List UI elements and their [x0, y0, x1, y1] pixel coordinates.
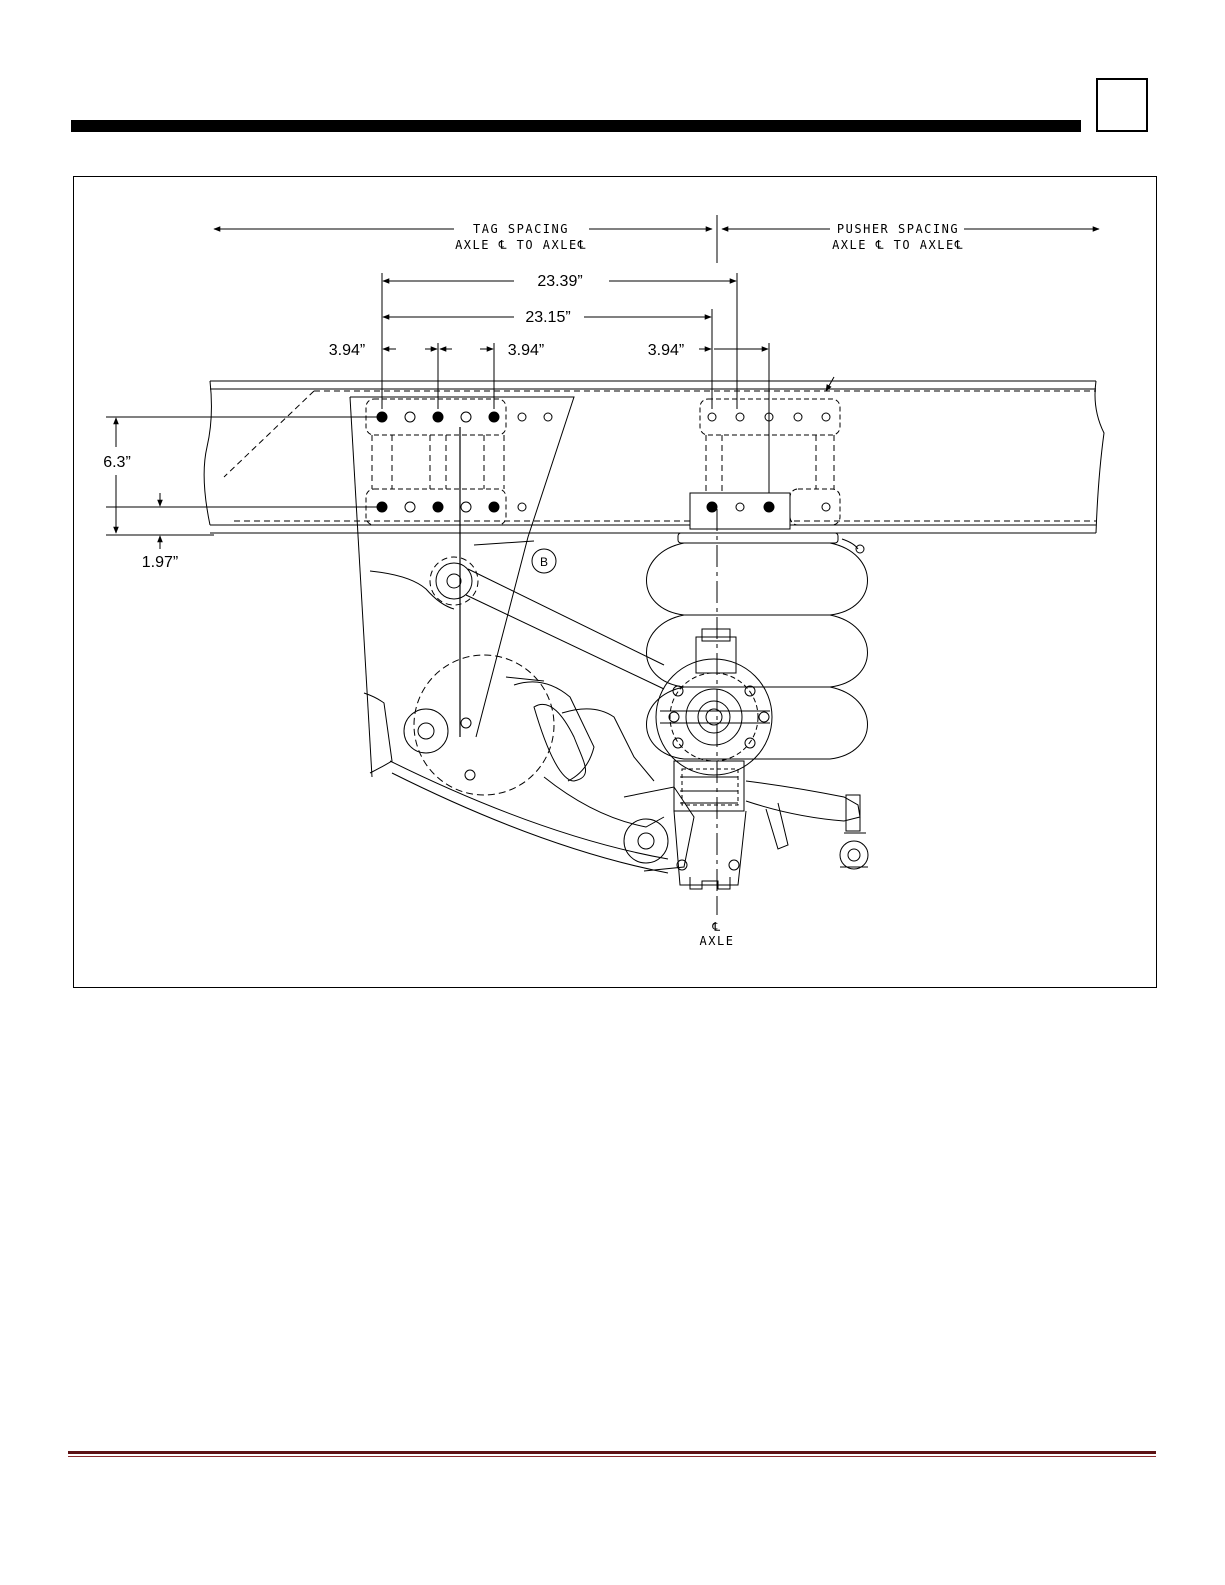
dashed-straps-left: [372, 435, 504, 489]
suspension-drawing: TAG SPACING AXLE ℄ TO AXLE℄ PUSHER SPACI…: [74, 177, 1158, 989]
figure-frame: TAG SPACING AXLE ℄ TO AXLE℄ PUSHER SPACI…: [73, 176, 1157, 988]
steering-arm: [746, 781, 868, 869]
callout-b: B: [532, 549, 556, 573]
bolt-holes-right-lower: [690, 489, 840, 529]
pusher-spacing-label: PUSHER SPACING: [837, 222, 959, 236]
bolt-holes-right-upper: [700, 399, 840, 435]
page-number-box: [1096, 78, 1148, 132]
dim-23-15: 23.15”: [525, 309, 570, 326]
dashed-straps-right: [706, 435, 834, 493]
footer-rule-thin: [68, 1456, 1156, 1457]
footer-rule: [68, 1451, 1156, 1454]
dim-23-39: 23.39”: [537, 273, 582, 290]
dim-1-97: 1.97”: [142, 554, 178, 571]
dim-3-94-middle: 3.94”: [508, 342, 544, 359]
header-rule: [71, 120, 1081, 132]
bolt-holes-left-upper: [366, 399, 552, 435]
dim-3-94-right: 3.94”: [648, 342, 684, 359]
dim-3-94-left: 3.94”: [329, 342, 365, 359]
tag-spacing-sublabel: AXLE ℄ TO AXLE℄: [455, 238, 587, 252]
axle-centerline-symbol: ℄: [711, 920, 721, 934]
svg-text:B: B: [540, 555, 548, 569]
pusher-spacing-sublabel: AXLE ℄ TO AXLE℄: [832, 238, 964, 252]
axle-label: AXLE: [700, 934, 735, 948]
tag-spacing-label: TAG SPACING: [473, 222, 569, 236]
spacing-dimension-line: [214, 215, 1099, 263]
air-spring: [647, 377, 868, 759]
dim-6-3: 6.3”: [103, 454, 131, 471]
frame-rail: [204, 381, 1104, 533]
trailing-arm: [370, 541, 664, 689]
bolt-holes-left-lower: [366, 489, 526, 525]
